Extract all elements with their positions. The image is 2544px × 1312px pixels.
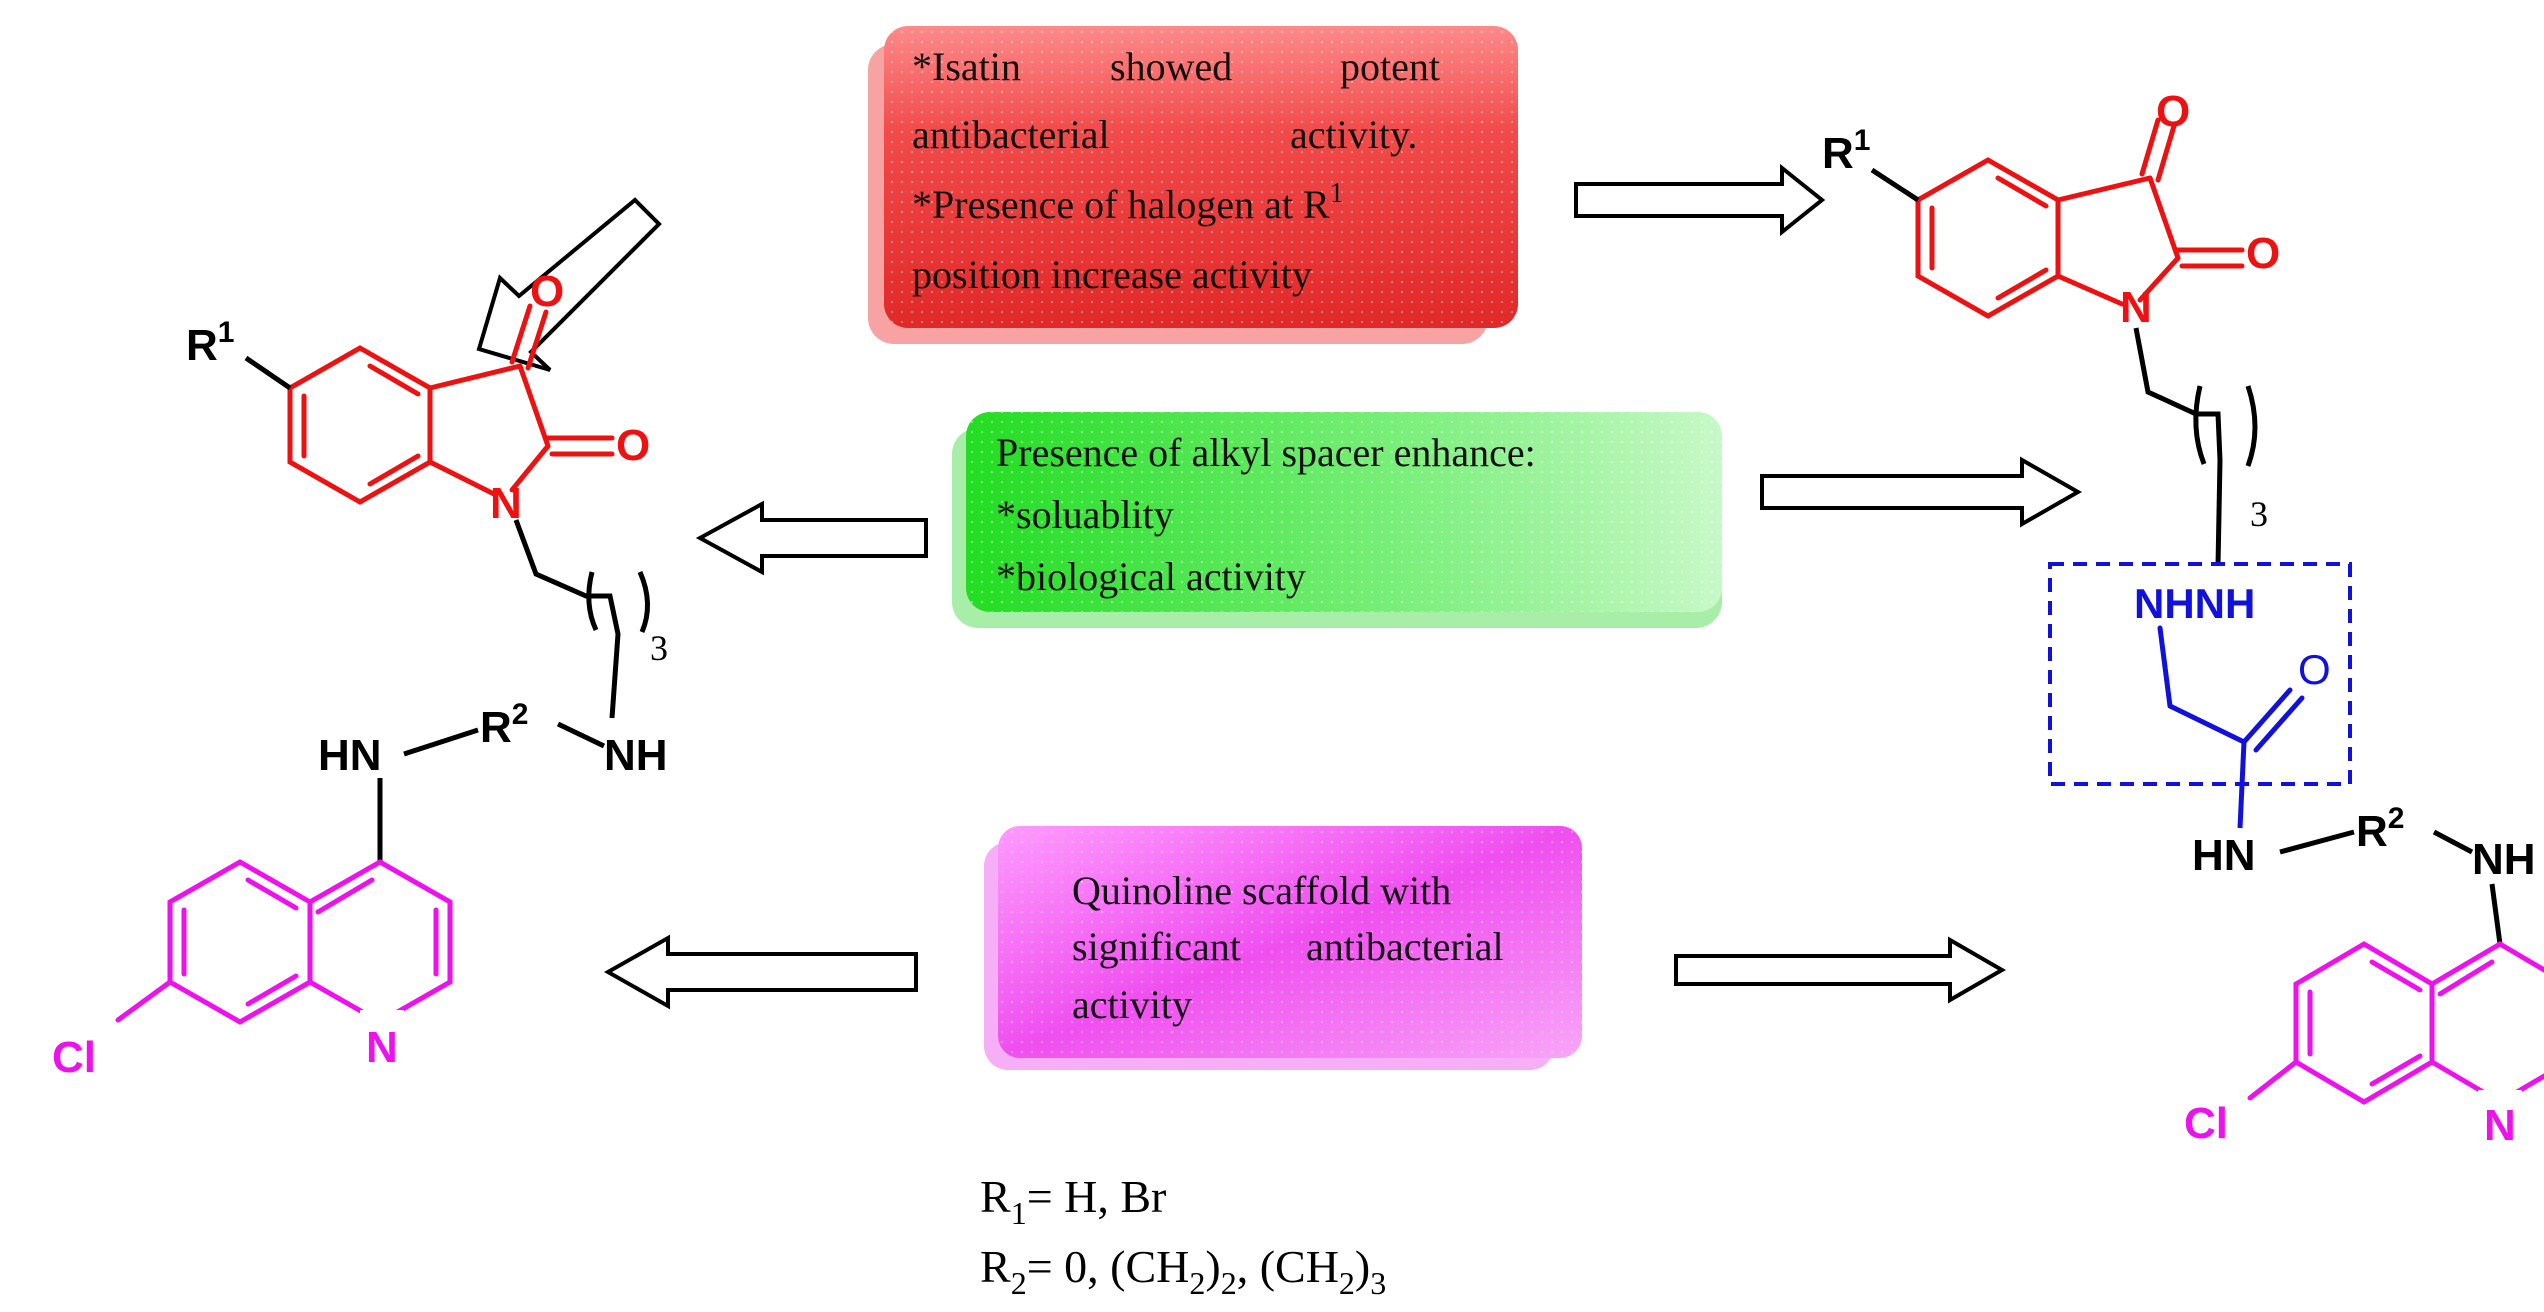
box-magenta-line3: activity (1072, 982, 1192, 1027)
arrow-quinoline-to-right (1674, 936, 2007, 1004)
box-red-line2-a: antibacterial (912, 112, 1110, 157)
right-o-amide: O (2298, 646, 2331, 693)
right-ring-n: N (2484, 1101, 2516, 1150)
linker-highlight-box (2048, 562, 2352, 786)
box-green-line3: *biological activity (996, 554, 1306, 599)
box-red-line2-b: activity. (1290, 112, 1417, 157)
right-nh-label: NH (2472, 835, 2536, 884)
box-dots (966, 412, 1722, 612)
arrow-spacer-to-right (1760, 456, 2083, 528)
right-structure: R1 O O N 3 NHNH O HN R2 NH (1822, 87, 2544, 1150)
box-green-line2: *soluablity (996, 492, 1174, 537)
left-quinoline-core (115, 859, 453, 1025)
right-spacer-subscript: 3 (2250, 494, 2268, 534)
footnote-r2-line: R2= 0, (CH2)2, (CH2)3 (980, 1241, 1386, 1301)
info-box-spacer: Presence of alkyl spacer enhance: *solua… (952, 412, 1722, 628)
arrow-spacer-to-left (695, 500, 928, 576)
box-red-line1-a: *Isatin (912, 44, 1021, 89)
left-ring-n: N (366, 1023, 398, 1072)
left-spacer-subscript: 3 (650, 628, 668, 668)
right-quinoline-core (2247, 941, 2544, 1105)
right-ring-n-mask (2478, 1090, 2522, 1138)
box-red-line3: *Presence of halogen at R1 (912, 178, 1344, 227)
left-ring-n-mask (360, 1010, 404, 1058)
box-green-line1: Presence of alkyl spacer enhance: (996, 430, 1536, 475)
right-cl-label: Cl (2184, 1099, 2228, 1148)
left-nh-label: NH (604, 731, 668, 780)
box-red-line4: position increase activity (912, 252, 1312, 297)
box-magenta-line2-a: significant (1072, 924, 1241, 969)
left-cl-label: Cl (52, 1033, 96, 1082)
left-o-right: O (616, 421, 650, 470)
right-o-right: O (2246, 229, 2280, 278)
footnote-r1-line: R1= H, Br (980, 1171, 1166, 1231)
box-red-line1-c: potent (1340, 44, 1440, 89)
arrow-isatin-to-left (476, 197, 662, 372)
right-o-top: O (2156, 87, 2190, 136)
info-box-quinoline: Quinoline scaffold with significant anti… (984, 826, 1582, 1070)
arrow-quinoline-to-left (603, 934, 918, 1010)
box-dots (998, 826, 1582, 1058)
box-magenta-line2-b: antibacterial (1306, 924, 1504, 969)
left-r2-label: R2 (480, 698, 528, 752)
arrow-isatin-to-right (1574, 163, 1826, 237)
box-red-line1-b: showed (1110, 44, 1232, 89)
left-spacer-chain (513, 519, 650, 719)
right-r1-label: R1 (1822, 124, 1870, 178)
box-magenta-line1: Quinoline scaffold with (1072, 868, 1451, 913)
left-isatin-core (287, 303, 615, 505)
right-nhnh-label: NHNH (2134, 580, 2255, 627)
right-acyl-linker (2157, 625, 2305, 753)
right-r2-label: R2 (2356, 802, 2404, 856)
left-hn-label: HN (318, 731, 382, 780)
right-isatin-core (1915, 117, 2245, 319)
left-o-top: O (530, 267, 564, 316)
substituent-footnote: R1= H, Br R2= 0, (CH2)2, (CH2)3 (980, 1171, 1386, 1301)
box-dots (884, 26, 1518, 328)
right-hn-label: HN (2192, 831, 2256, 880)
right-spacer-chain (2133, 327, 2258, 567)
left-structure: R1 O O N 3 HN R2 NH N Cl (52, 267, 668, 1082)
left-r1-label: R1 (186, 316, 234, 370)
info-box-isatin: *Isatin showed potent antibacterial acti… (868, 26, 1518, 344)
right-n-label: N (2120, 283, 2152, 332)
